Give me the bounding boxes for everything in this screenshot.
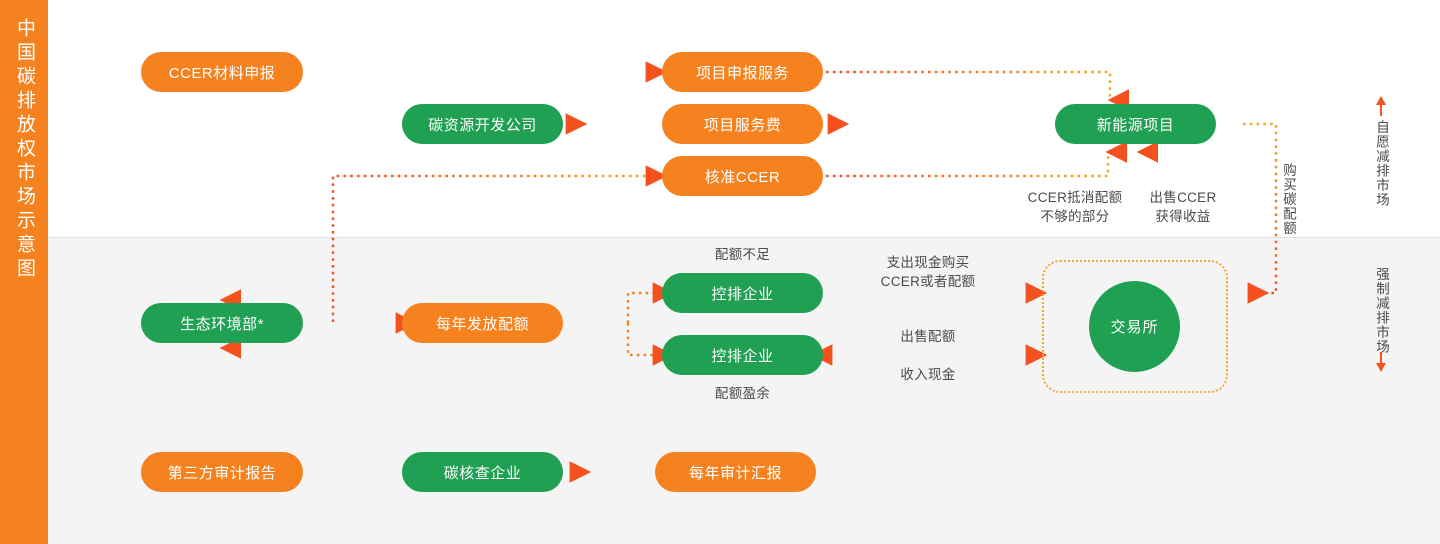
annotation-pay-cash-buy: 支出现金购买 CCER或者配额 bbox=[880, 255, 976, 289]
node-label: 控排企业 bbox=[711, 285, 774, 303]
node-new-energy-project[interactable]: 新能源项目 bbox=[1055, 104, 1216, 144]
node-label: 碳资源开发公司 bbox=[428, 116, 537, 134]
node-exchange[interactable]: 交易所 bbox=[1089, 281, 1180, 372]
node-annual-quota[interactable]: 每年发放配额 bbox=[402, 303, 563, 343]
market-label-voluntary: 自愿减排市场 bbox=[1374, 120, 1389, 207]
node-project-service-fee[interactable]: 项目服务费 bbox=[662, 104, 823, 144]
arrow-up-icon bbox=[1376, 96, 1386, 105]
node-controlled-enterprise-2[interactable]: 控排企业 bbox=[662, 335, 823, 375]
sidebar: 中国碳排放权市场示意图 bbox=[0, 0, 48, 544]
node-label: 项目服务费 bbox=[703, 116, 782, 134]
arrow-down-icon bbox=[1376, 363, 1386, 372]
node-label: 碳核查企业 bbox=[443, 464, 522, 482]
node-project-declare-service[interactable]: 项目申报服务 bbox=[662, 52, 823, 92]
node-label: 交易所 bbox=[1110, 319, 1159, 336]
node-controlled-enterprise-1[interactable]: 控排企业 bbox=[662, 273, 823, 313]
node-label: 第三方审计报告 bbox=[167, 464, 277, 482]
annotation-quota-shortage: 配额不足 bbox=[714, 247, 771, 262]
node-approved-ccer[interactable]: 核准CCER bbox=[662, 156, 823, 196]
node-ccer-material[interactable]: CCER材料申报 bbox=[141, 52, 303, 92]
annotation-sell-quota: 出售配额 bbox=[900, 329, 956, 344]
node-label: 生态环境部* bbox=[180, 315, 264, 333]
annotation-quota-surplus: 配额盈余 bbox=[714, 386, 771, 401]
arrow-down-stem bbox=[1380, 352, 1382, 364]
annotation-ccer-offset-shortfall: CCER抵消配额 不够的部分 bbox=[1027, 190, 1123, 224]
annotation-receive-cash: 收入现金 bbox=[900, 367, 956, 382]
node-carbon-verification-company[interactable]: 碳核查企业 bbox=[402, 452, 563, 492]
node-label: CCER材料申报 bbox=[168, 64, 276, 82]
node-label: 核准CCER bbox=[704, 168, 781, 186]
node-label: 每年发放配额 bbox=[435, 315, 529, 333]
market-label-mandatory: 强制减排市场 bbox=[1374, 267, 1389, 354]
annotation-sell-ccer-revenue: 出售CCER 获得收益 bbox=[1149, 190, 1217, 224]
annotation-buy-carbon-quota: 购买碳配额 bbox=[1281, 163, 1296, 236]
node-annual-audit-report[interactable]: 每年审计汇报 bbox=[655, 452, 816, 492]
node-third-party-audit-report[interactable]: 第三方审计报告 bbox=[141, 452, 303, 492]
node-label: 项目申报服务 bbox=[695, 64, 789, 82]
exchange-container bbox=[1042, 260, 1228, 393]
node-label: 控排企业 bbox=[711, 347, 774, 365]
page-title: 中国碳排放权市场示意图 bbox=[14, 18, 35, 282]
node-label: 新能源项目 bbox=[1096, 116, 1175, 134]
node-carbon-dev-company[interactable]: 碳资源开发公司 bbox=[402, 104, 563, 144]
node-mee[interactable]: 生态环境部* bbox=[141, 303, 303, 343]
arrow-up-stem bbox=[1380, 104, 1382, 116]
node-label: 每年审计汇报 bbox=[688, 464, 782, 482]
